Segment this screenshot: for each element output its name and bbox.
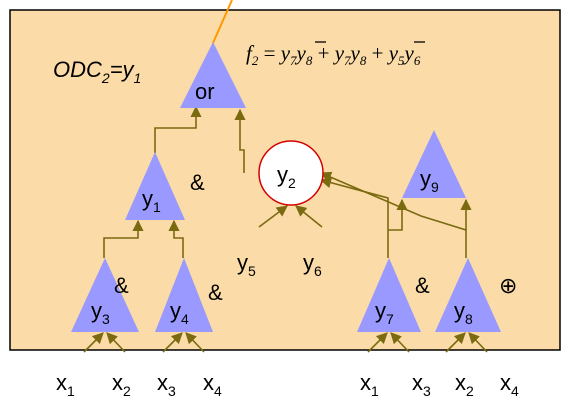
gate-y1-label: y1 bbox=[142, 186, 161, 215]
input-x1-left: x1 bbox=[56, 370, 75, 399]
input-x4-right: x4 bbox=[500, 370, 519, 399]
input-x1-right: x1 bbox=[360, 370, 379, 399]
input-x2-right: x2 bbox=[455, 370, 474, 399]
gate-y9[interactable] bbox=[402, 130, 466, 198]
gate-y1[interactable] bbox=[125, 152, 185, 220]
gate-y9-label: y9 bbox=[420, 166, 439, 195]
gate-y8-op: ⊕ bbox=[499, 273, 517, 298]
or-gate[interactable] bbox=[180, 42, 246, 108]
input-x2-left: x2 bbox=[112, 370, 131, 399]
input-x3-left: x3 bbox=[157, 370, 176, 399]
node-y2[interactable] bbox=[258, 140, 324, 206]
formula: f2 = y7y8 + y7y8 + y5y6 bbox=[246, 41, 425, 68]
gate-y8-label: y8 bbox=[454, 298, 473, 327]
gate-y4-op: & bbox=[208, 280, 223, 305]
gate-y3[interactable] bbox=[71, 258, 139, 332]
gate-y3-op: & bbox=[114, 273, 129, 298]
gate-y7-op: & bbox=[415, 273, 430, 298]
gate-y8[interactable] bbox=[435, 258, 501, 332]
node-y2-label: y2 bbox=[277, 162, 296, 191]
output-wire bbox=[212, 0, 233, 44]
input-x4-left: x4 bbox=[203, 370, 222, 399]
gate-y4-label: y4 bbox=[170, 298, 189, 327]
signal-y5: y5 bbox=[237, 250, 256, 279]
gate-y1-op: & bbox=[190, 170, 205, 195]
svg-text:f2 = y7y8 + y7y8 + y5y6: f2 = y7y8 + y7y8 + y5y6 bbox=[246, 41, 421, 68]
gate-y4[interactable] bbox=[155, 258, 213, 332]
gate-y7[interactable] bbox=[357, 258, 421, 332]
input-x3-right: x3 bbox=[412, 370, 431, 399]
signal-y6: y6 bbox=[303, 250, 322, 279]
primary-inputs: x1 x2 x3 x4 x1 x3 x2 x4 bbox=[56, 370, 519, 399]
odc-label: ODC2=y1 bbox=[53, 57, 141, 86]
or-gate-label: or bbox=[195, 79, 215, 104]
wires bbox=[83, 105, 488, 353]
gate-y3-label: y3 bbox=[91, 298, 110, 327]
gate-y7-label: y7 bbox=[375, 298, 394, 327]
